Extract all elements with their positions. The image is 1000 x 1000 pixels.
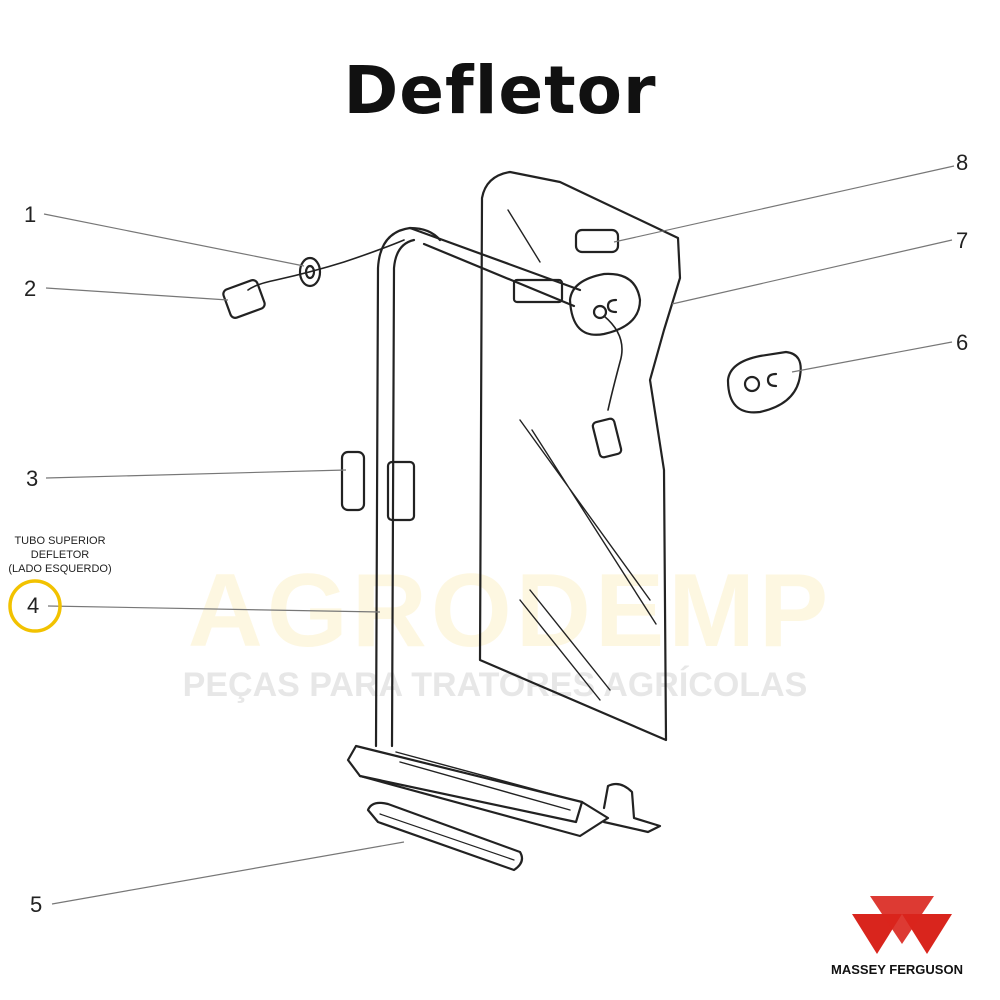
wire-connector [222, 279, 266, 319]
glass-reflection-lines [507, 209, 657, 701]
leader-line-5 [51, 841, 405, 905]
cover-plate [726, 350, 802, 414]
part-4-note-line-1: TUBO SUPERIOR [14, 535, 106, 547]
left-wire [247, 239, 405, 291]
callout-4: 4 [27, 593, 40, 618]
watermark-tagline: PEÇAS PARA TRATORES AGRÍCOLAS [182, 666, 808, 704]
part-4-note-line-2: DEFLETOR [30, 549, 90, 561]
callout-5: 5 [30, 892, 43, 917]
page-title: Defletor [343, 52, 657, 129]
part-4-note-line-3: (LADO ESQUERDO) [8, 563, 112, 575]
leader-line-2 [45, 287, 229, 301]
leader-line-1 [43, 213, 305, 267]
leader-line-3 [45, 469, 347, 479]
part-4-note: TUBO SUPERIOR DEFLETOR (LADO ESQUERDO) [4, 534, 116, 576]
rubber-strip [366, 801, 524, 872]
callout-6: 6 [956, 330, 969, 355]
vertical-tube [374, 226, 442, 748]
panel-connector [591, 417, 623, 459]
grommet [298, 256, 322, 288]
leader-line-8 [613, 165, 955, 243]
panel-wire [603, 315, 623, 411]
massey-ferguson-logo [852, 896, 952, 954]
leader-line-7 [671, 239, 953, 305]
tube-clip [340, 450, 366, 512]
deflector-glass-panel [478, 170, 682, 742]
base-bracket [602, 782, 662, 834]
callout-7: 7 [956, 228, 969, 253]
base-channel [346, 744, 584, 824]
brand-name: MASSEY FERGUSON [831, 962, 963, 977]
leader-line-6 [791, 341, 953, 373]
callout-8: 8 [956, 150, 969, 175]
mount-plate [568, 272, 642, 336]
upper-tube [408, 226, 582, 308]
callout-3: 3 [26, 466, 39, 491]
callout-1: 1 [24, 202, 37, 227]
callout-2: 2 [24, 276, 37, 301]
highlight-ring [8, 579, 62, 633]
leader-line-4 [47, 605, 381, 613]
